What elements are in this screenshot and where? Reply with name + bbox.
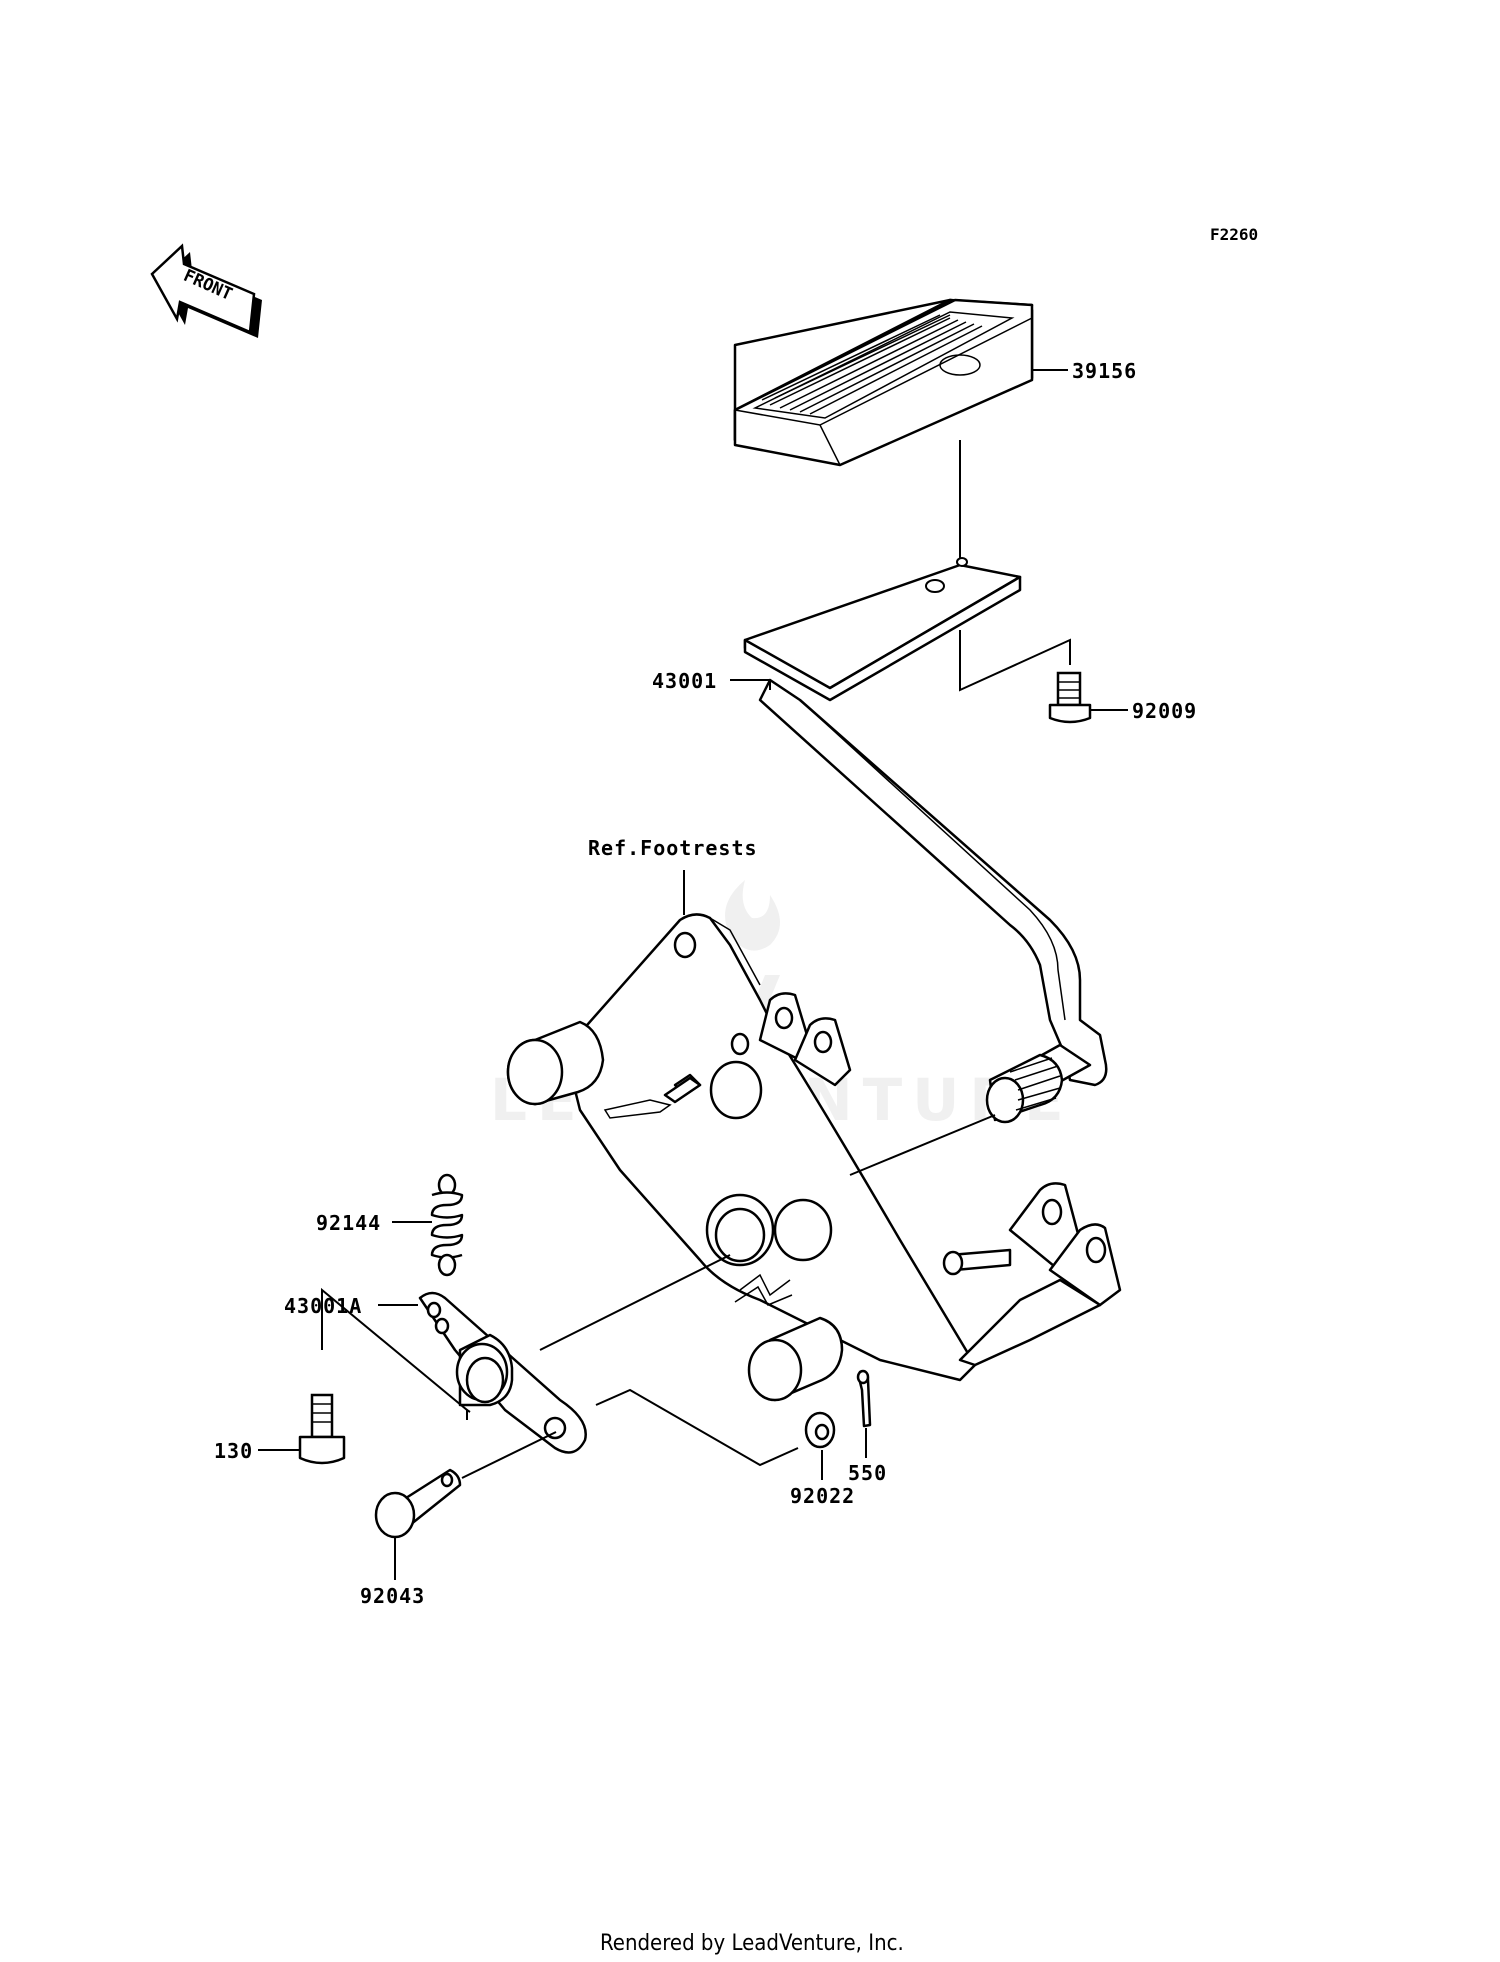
spring-92144	[430, 1173, 464, 1277]
label-ref-footrests[interactable]: Ref.Footrests	[588, 836, 758, 860]
pedal-pad	[733, 298, 1034, 467]
clevis-pin-92043	[374, 1468, 462, 1539]
lever-43001A	[418, 1291, 587, 1454]
label-92043[interactable]: 92043	[360, 1584, 425, 1608]
label-92009[interactable]: 92009	[1132, 699, 1197, 723]
cotter-pin-550	[856, 1369, 872, 1428]
label-130[interactable]: 130	[214, 1439, 253, 1463]
bolt-92009	[1048, 671, 1092, 724]
label-43001[interactable]: 43001	[652, 669, 717, 693]
pivot-shaft	[985, 1043, 1092, 1124]
label-550[interactable]: 550	[848, 1461, 887, 1485]
washer-92022	[804, 1411, 836, 1449]
label-92022[interactable]: 92022	[790, 1484, 855, 1508]
footrest-bracket	[506, 913, 1122, 1402]
front-arrow-icon: FRONT	[150, 243, 262, 338]
label-39156[interactable]: 39156	[1072, 359, 1137, 383]
brake-pedal-arm	[743, 557, 1108, 1087]
bolt-130	[298, 1393, 346, 1465]
label-92144[interactable]: 92144	[316, 1211, 381, 1235]
footer-credit: Rendered by LeadVenture, Inc.	[600, 1931, 904, 1956]
diagram-code: F2260	[1210, 225, 1258, 244]
